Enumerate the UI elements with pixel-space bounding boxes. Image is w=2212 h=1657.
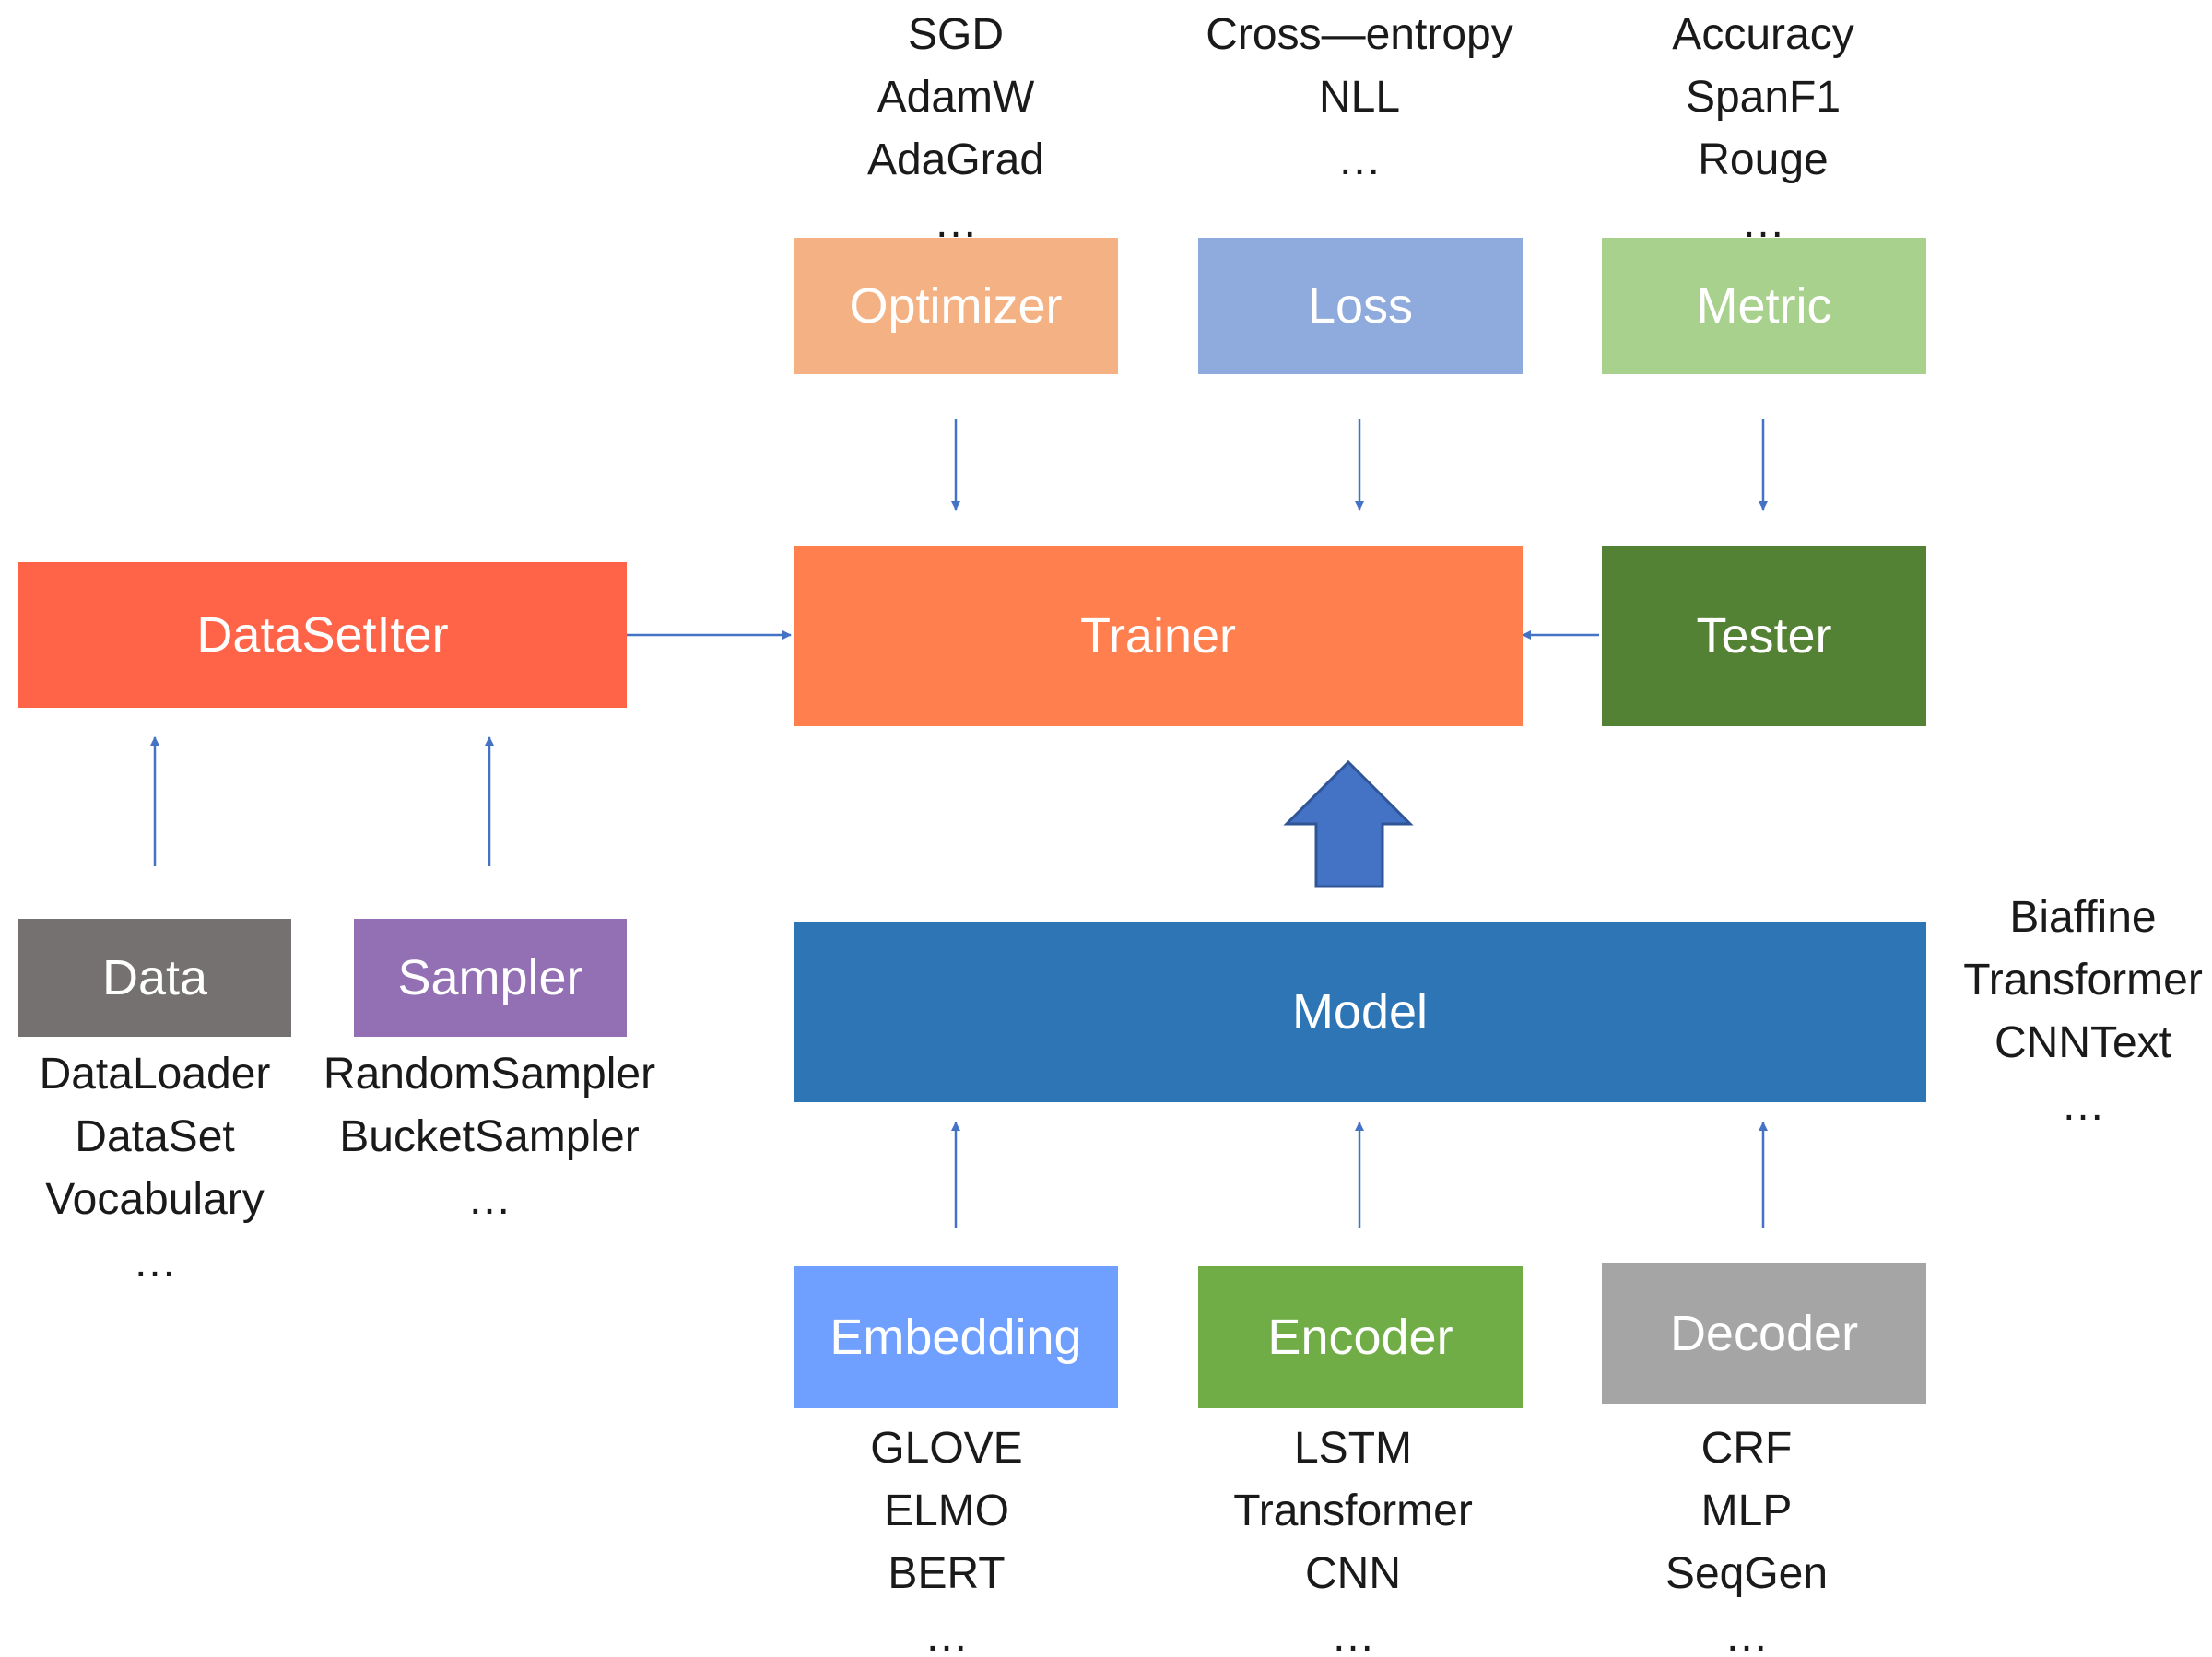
datasetiter-box: DataSetIter: [18, 562, 627, 708]
data-list-item: …: [133, 1238, 177, 1287]
optimizer-label: Optimizer: [849, 278, 1063, 334]
encoder-list-item: …: [1331, 1612, 1375, 1657]
data-label: Data: [101, 950, 208, 1005]
sampler-list-item: …: [467, 1175, 512, 1224]
sampler-list: RandomSampler BucketSampler …: [319, 1043, 660, 1231]
loss-box: Loss: [1198, 238, 1523, 374]
decoder-box: Decoder: [1602, 1263, 1926, 1404]
sampler-list-item: RandomSampler: [323, 1050, 656, 1099]
metric-list-item: …: [1741, 198, 1785, 247]
loss-list-item: Cross—entropy: [1206, 10, 1513, 59]
trainer-box: Trainer: [794, 546, 1523, 726]
encoder-label: Encoder: [1267, 1310, 1453, 1365]
encoder-list-item: Transformer: [1233, 1487, 1473, 1535]
sampler-box: Sampler: [354, 919, 627, 1037]
loss-list-item: NLL: [1318, 73, 1401, 122]
metric-list-item: Accuracy: [1672, 10, 1854, 59]
optimizer-box: Optimizer: [794, 238, 1118, 374]
optimizer-list-item: SGD: [907, 10, 1004, 59]
data-list-item: DataLoader: [39, 1050, 271, 1099]
encoder-list-item: LSTM: [1293, 1424, 1412, 1473]
embedding-box: Embedding: [794, 1266, 1118, 1408]
model-list-item: Transformer: [1963, 956, 2203, 1005]
model-list: Biaffine Transformer CNNText …: [1954, 887, 2212, 1137]
loss-list-item: …: [1337, 135, 1382, 184]
data-list: DataLoader DataSet Vocabulary …: [0, 1043, 310, 1294]
sampler-list-item: BucketSampler: [339, 1112, 640, 1161]
embedding-list-item: ELMO: [883, 1487, 1010, 1535]
data-list-item: DataSet: [75, 1112, 235, 1161]
data-box: Data: [18, 919, 291, 1037]
loss-label: Loss: [1307, 278, 1414, 334]
decoder-label: Decoder: [1669, 1306, 1859, 1361]
optimizer-list-item: …: [934, 198, 978, 247]
tester-box: Tester: [1602, 546, 1926, 726]
model-list-item: …: [2061, 1081, 2105, 1130]
model-label: Model: [1291, 984, 1429, 1040]
encoder-list-item: CNN: [1305, 1549, 1401, 1598]
encoder-list: LSTM Transformer CNN …: [1187, 1417, 1519, 1657]
embedding-list: GLOVE ELMO BERT …: [808, 1417, 1085, 1657]
data-list-item: Vocabulary: [45, 1175, 265, 1224]
metric-list-item: SpanF1: [1685, 73, 1841, 122]
encoder-box: Encoder: [1198, 1266, 1523, 1408]
trainer-label: Trainer: [1079, 608, 1237, 664]
optimizer-list: SGD AdamW AdaGrad …: [771, 4, 1140, 254]
decoder-list-item: SeqGen: [1665, 1549, 1829, 1598]
embedding-label: Embedding: [830, 1310, 1082, 1365]
sampler-label: Sampler: [397, 950, 583, 1005]
metric-box: Metric: [1602, 238, 1926, 374]
metric-list-item: Rouge: [1698, 135, 1829, 184]
loss-list: Cross—entropy NLL …: [1171, 4, 1548, 192]
model-list-item: CNNText: [1994, 1018, 2172, 1067]
decoder-list-item: CRF: [1700, 1424, 1793, 1473]
decoder-list: CRF MLP SeqGen …: [1608, 1417, 1885, 1657]
big-arrow-model-to-trainer: [1283, 759, 1414, 888]
optimizer-list-item: AdamW: [877, 73, 1035, 122]
tester-label: Tester: [1696, 608, 1832, 664]
metric-list: Accuracy SpanF1 Rouge …: [1579, 4, 1947, 254]
embedding-list-item: BERT: [888, 1549, 1006, 1598]
embedding-list-item: …: [924, 1612, 969, 1657]
model-list-item: Biaffine: [2009, 893, 2157, 942]
decoder-list-item: …: [1724, 1612, 1769, 1657]
embedding-list-item: GLOVE: [870, 1424, 1023, 1473]
metric-label: Metric: [1696, 278, 1832, 334]
model-box: Model: [794, 922, 1926, 1102]
optimizer-list-item: AdaGrad: [866, 135, 1045, 184]
decoder-list-item: MLP: [1700, 1487, 1793, 1535]
datasetiter-label: DataSetIter: [196, 607, 449, 663]
